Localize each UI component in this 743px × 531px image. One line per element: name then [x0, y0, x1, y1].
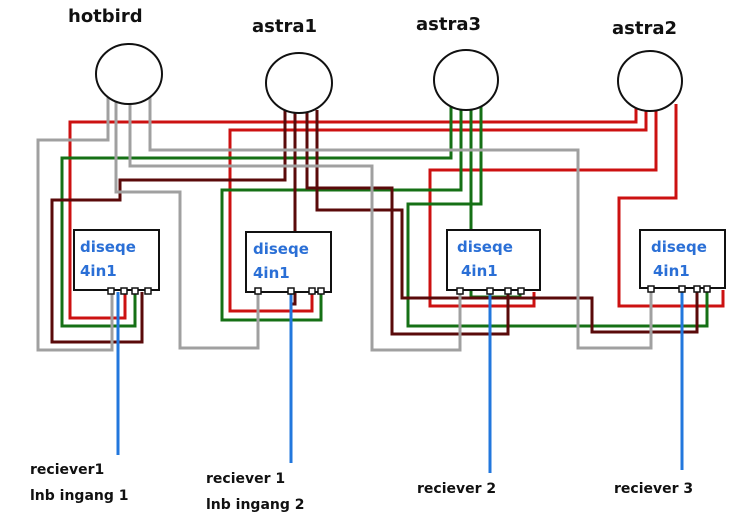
- switch-port: [317, 287, 325, 295]
- dish-astra1-label: astra1: [252, 16, 317, 37]
- switch-port: [647, 285, 655, 293]
- dish-astra2: astra2: [612, 18, 683, 112]
- receiver-2-label: reciever 1: [206, 471, 285, 487]
- diseqc-switch-4: diseqe 4in1: [639, 229, 726, 293]
- switch-port: [287, 287, 295, 295]
- dish-hotbird: hotbird: [68, 6, 163, 105]
- wire-astra3-to-switch4: [406, 104, 709, 328]
- wire-astra1-to-switch4: [315, 110, 699, 334]
- diseqc-switch-1: diseqe 4in1: [73, 229, 160, 295]
- switch-port: [486, 287, 494, 295]
- wire-hotbird-to-switch3: [128, 96, 462, 352]
- diseqc-switch-3: diseqe 4in1: [446, 229, 541, 295]
- receiver-cables: [116, 290, 684, 473]
- wire-astra1-to-switch1: [50, 110, 287, 344]
- dish-hotbird-icon: [95, 43, 163, 105]
- dish-astra3-label: astra3: [416, 14, 481, 35]
- receiver-3: reciever 2: [417, 481, 496, 497]
- switch-model-label: diseqe: [80, 238, 136, 256]
- switch-port: [703, 285, 711, 293]
- dish-astra3-icon: [433, 49, 499, 111]
- switch-port: [678, 285, 686, 293]
- switch-type-label: 4in1: [80, 262, 117, 280]
- wire-astra2-to-switch2: [228, 104, 648, 313]
- switch-port: [131, 287, 139, 295]
- receiver-4: reciever 3: [614, 481, 693, 497]
- receiver-2: reciever 1 lnb ingang 2: [206, 471, 305, 513]
- astra2-wires: [68, 104, 725, 320]
- switch-model-label: diseqe: [253, 240, 309, 258]
- receiver-3-label: reciever 2: [417, 481, 496, 497]
- wire-astra2-to-switch4: [617, 104, 725, 308]
- switch-box: [639, 229, 726, 289]
- switch-port: [144, 287, 152, 295]
- switch-type-label: 4in1: [461, 262, 498, 280]
- switch-port: [254, 287, 262, 295]
- hotbird-wires: [36, 96, 653, 352]
- wire-astra1-to-switch3: [305, 110, 510, 336]
- wire-astra3-to-switch2: [220, 104, 463, 322]
- wire-hotbird-to-switch1: [36, 96, 114, 352]
- switch-type-label: 4in1: [653, 262, 690, 280]
- switch-port: [517, 287, 525, 295]
- receiver-1: reciever1 lnb ingang 1: [30, 462, 129, 504]
- switch-box: [73, 229, 160, 291]
- switch-port: [504, 287, 512, 295]
- wire-hotbird-to-switch2: [114, 96, 260, 350]
- switch-box: [245, 231, 332, 293]
- switch-port: [120, 287, 128, 295]
- dish-hotbird-label: hotbird: [68, 6, 143, 27]
- switch-port: [308, 287, 316, 295]
- switch-model-label: diseqe: [457, 238, 513, 256]
- dish-astra3: astra3: [416, 14, 499, 111]
- switch-model-label: diseqe: [651, 238, 707, 256]
- astra3-wires: [60, 104, 709, 328]
- wire-astra2-to-switch3: [428, 104, 658, 308]
- dish-astra2-label: astra2: [612, 18, 677, 39]
- receiver-1-input-label: lnb ingang 1: [30, 488, 129, 504]
- switch-port: [456, 287, 464, 295]
- switch-type-label: 4in1: [253, 264, 290, 282]
- receiver-4-label: reciever 3: [614, 481, 693, 497]
- wire-hotbird-to-switch4: [148, 96, 653, 350]
- switch-box: [446, 229, 541, 291]
- dish-astra1-icon: [265, 52, 333, 114]
- receiver-2-input-label: lnb ingang 2: [206, 497, 305, 513]
- receiver-1-label: reciever1: [30, 462, 104, 478]
- wire-astra2-to-switch1: [68, 104, 638, 320]
- dish-astra1: astra1: [252, 16, 333, 114]
- switch-port: [107, 287, 115, 295]
- dish-astra2-icon: [617, 50, 683, 112]
- switch-port: [693, 285, 701, 293]
- diseqc-switch-2: diseqe 4in1: [245, 231, 332, 295]
